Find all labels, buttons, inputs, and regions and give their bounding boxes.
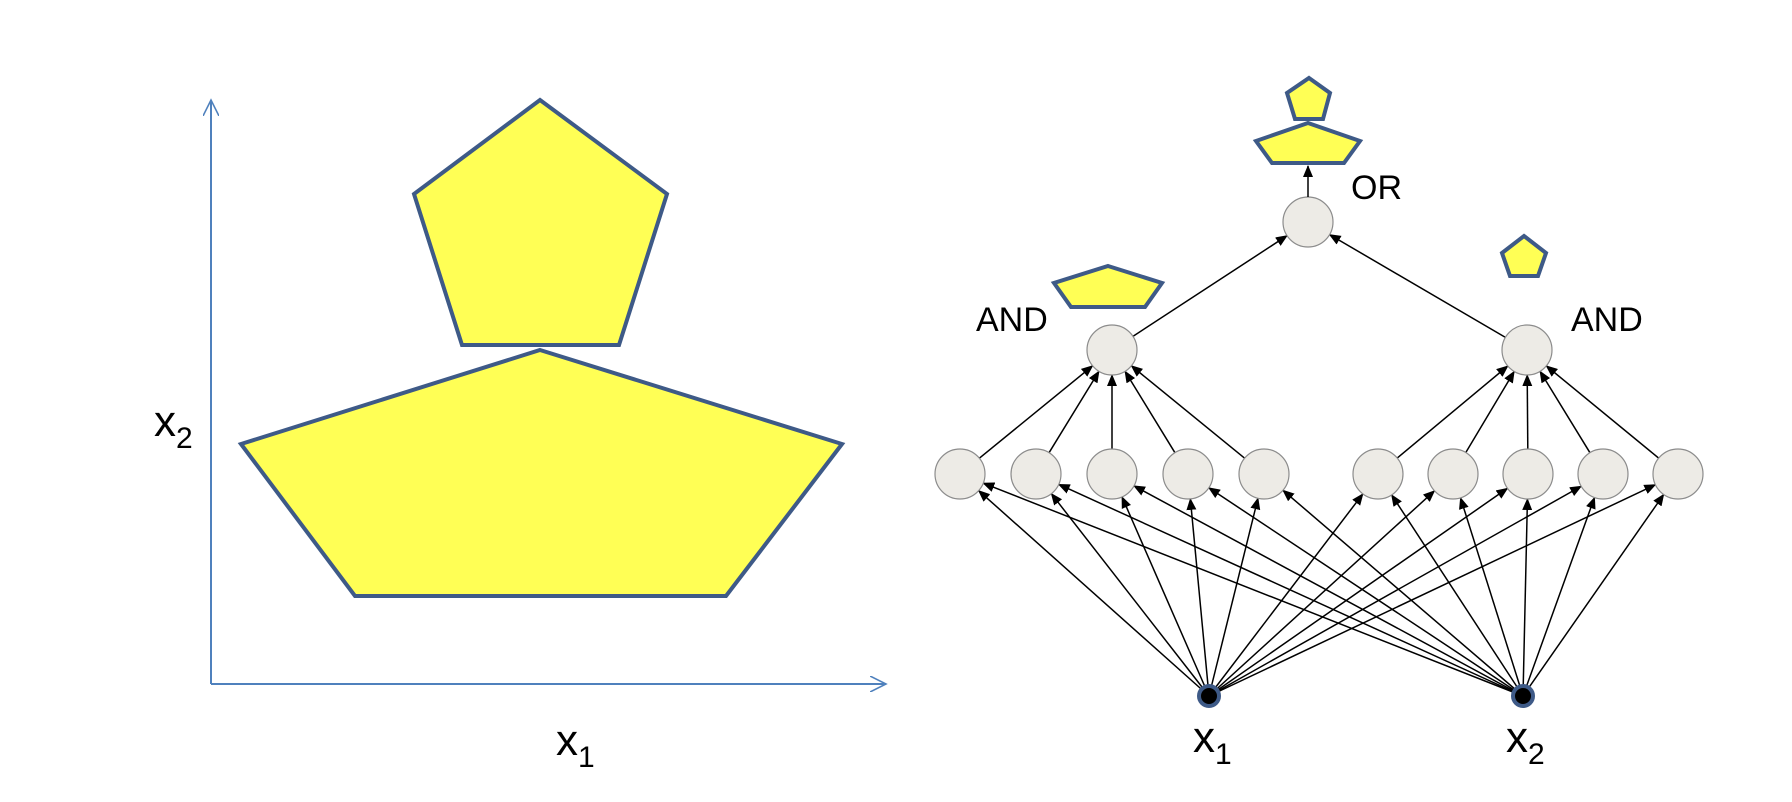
edge-input-1-to-hidden (1050, 492, 1210, 697)
hidden-node-right-3 (1502, 448, 1554, 500)
and-right-label: AND (1571, 301, 1643, 339)
edge-hidden-to-and-left (1048, 370, 1100, 454)
edge-input-1-to-hidden (1208, 485, 1583, 697)
edge-hidden-to-and-left (1124, 370, 1176, 454)
edge-input-1-to-hidden (1121, 495, 1210, 697)
edge-and-right-to-or (1328, 233, 1506, 339)
input-label-x1: x1 (1193, 713, 1232, 771)
input-space-plot: x1 x2 (154, 97, 886, 774)
input-node-x1 (1197, 684, 1221, 708)
edge-input-1-to-hidden (1208, 484, 1657, 697)
edge-hidden-to-and-left (978, 365, 1094, 459)
edge-input-2-to-hidden (1208, 487, 1524, 697)
edge-input-2-to-hidden (1522, 497, 1533, 697)
hidden-node-right-1 (1352, 448, 1404, 500)
or-output-large-pentagon-icon (1252, 120, 1364, 165)
small-pentagon-region (411, 97, 670, 347)
edge-input-1-to-hidden (1208, 497, 1261, 697)
edge-input-1-to-hidden (977, 489, 1210, 697)
hidden-node-left-5 (1238, 448, 1290, 500)
hidden-node-left-4 (1162, 448, 1214, 500)
edge-input-1-to-hidden (1208, 487, 1509, 697)
or-node (1282, 196, 1334, 248)
input-node-x2 (1511, 684, 1535, 708)
edge-input-2-to-hidden (1459, 496, 1524, 697)
hidden-to-and-edges (978, 365, 1660, 459)
and-node-right (1501, 324, 1553, 376)
and-to-or-edges (1132, 233, 1506, 339)
or-label: OR (1351, 169, 1402, 207)
and-node-left (1086, 324, 1138, 376)
edge-hidden-to-and-right (1545, 365, 1660, 459)
edge-input-2-to-hidden (1522, 496, 1596, 697)
and-right-small-pentagon-icon (1499, 233, 1549, 278)
edge-and-left-to-or (1132, 235, 1288, 337)
input-to-hidden-edges (977, 482, 1665, 697)
large-pentagon-region (237, 347, 846, 598)
x1-axis-label: x1 (556, 716, 595, 774)
edge-hidden-to-and-left (1130, 365, 1246, 459)
edge-hidden-to-and-right (1396, 365, 1509, 459)
x2-axis-label: x2 (154, 397, 193, 455)
hidden-node-right-5 (1652, 448, 1704, 500)
edge-input-2-to-hidden (1282, 489, 1524, 697)
hidden-node-left-3 (1086, 448, 1138, 500)
hidden-layer (934, 448, 1704, 500)
edge-hidden-to-and-right (1539, 370, 1591, 454)
input-label-x2: x2 (1506, 713, 1545, 771)
edge-input-1-to-hidden (1208, 490, 1436, 697)
hidden-node-left-2 (1010, 448, 1062, 500)
and-left-large-pentagon-icon (1050, 263, 1166, 309)
or-output-small-pentagon-icon (1284, 75, 1333, 121)
hidden-node-right-2 (1427, 448, 1479, 500)
edge-input-2-to-hidden (1057, 483, 1524, 697)
edge-input-1-to-hidden (1186, 497, 1210, 697)
edge-hidden-to-and-right (1522, 373, 1533, 450)
network-diagram: OR AND AND x1 x2 (934, 75, 1704, 771)
edge-input-2-to-hidden (1133, 485, 1524, 697)
and-left-label: AND (976, 301, 1048, 339)
edge-hidden-to-and-right (1465, 370, 1515, 453)
hidden-node-right-4 (1577, 448, 1629, 500)
edge-input-2-to-hidden (1391, 494, 1524, 697)
hidden-node-left-1 (934, 448, 986, 500)
edge-input-1-to-hidden (1208, 493, 1364, 697)
edge-input-2-to-hidden (982, 482, 1524, 697)
edge-input-2-to-hidden (1522, 493, 1665, 697)
